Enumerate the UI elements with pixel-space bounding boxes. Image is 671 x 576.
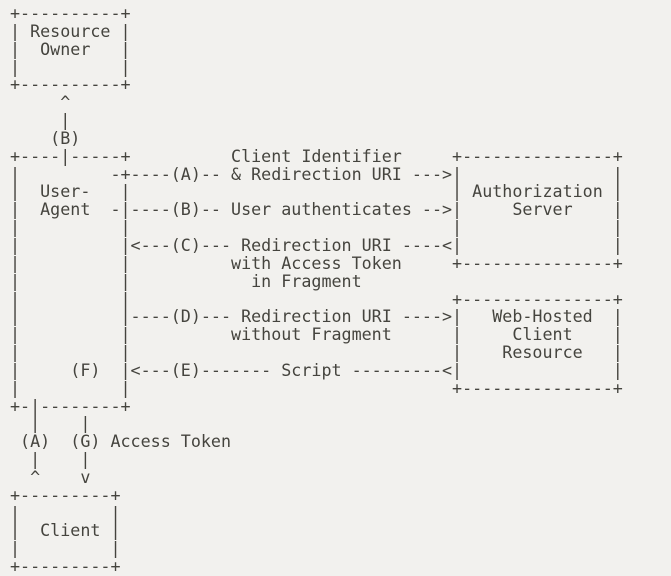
- plain-text-page: +----------+ | Resource | | Owner | | | …: [10, 3, 623, 576]
- oauth-implicit-grant-flow-ascii-diagram: +----------+ | Resource | | Owner | | | …: [10, 3, 623, 576]
